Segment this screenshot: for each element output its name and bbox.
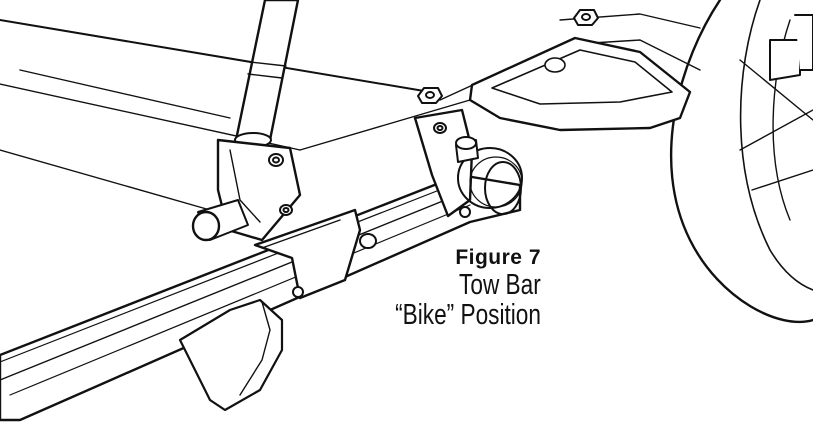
wheel [669,0,813,324]
frame-bolt-mid [417,87,443,104]
figure-label: Figure 7 [455,246,541,269]
lower-tube-bend [178,298,284,412]
frame-bolt-top [573,9,599,26]
foot-rest [468,36,692,132]
pivot-knob [191,199,249,242]
caption-title: Tow Bar [459,269,541,301]
hitch-pin [455,136,523,215]
hitch-bracket [413,108,474,218]
caption-subtitle: “Bike” Position [395,299,541,331]
handle-post [234,0,300,148]
slide-clamp [253,208,377,300]
